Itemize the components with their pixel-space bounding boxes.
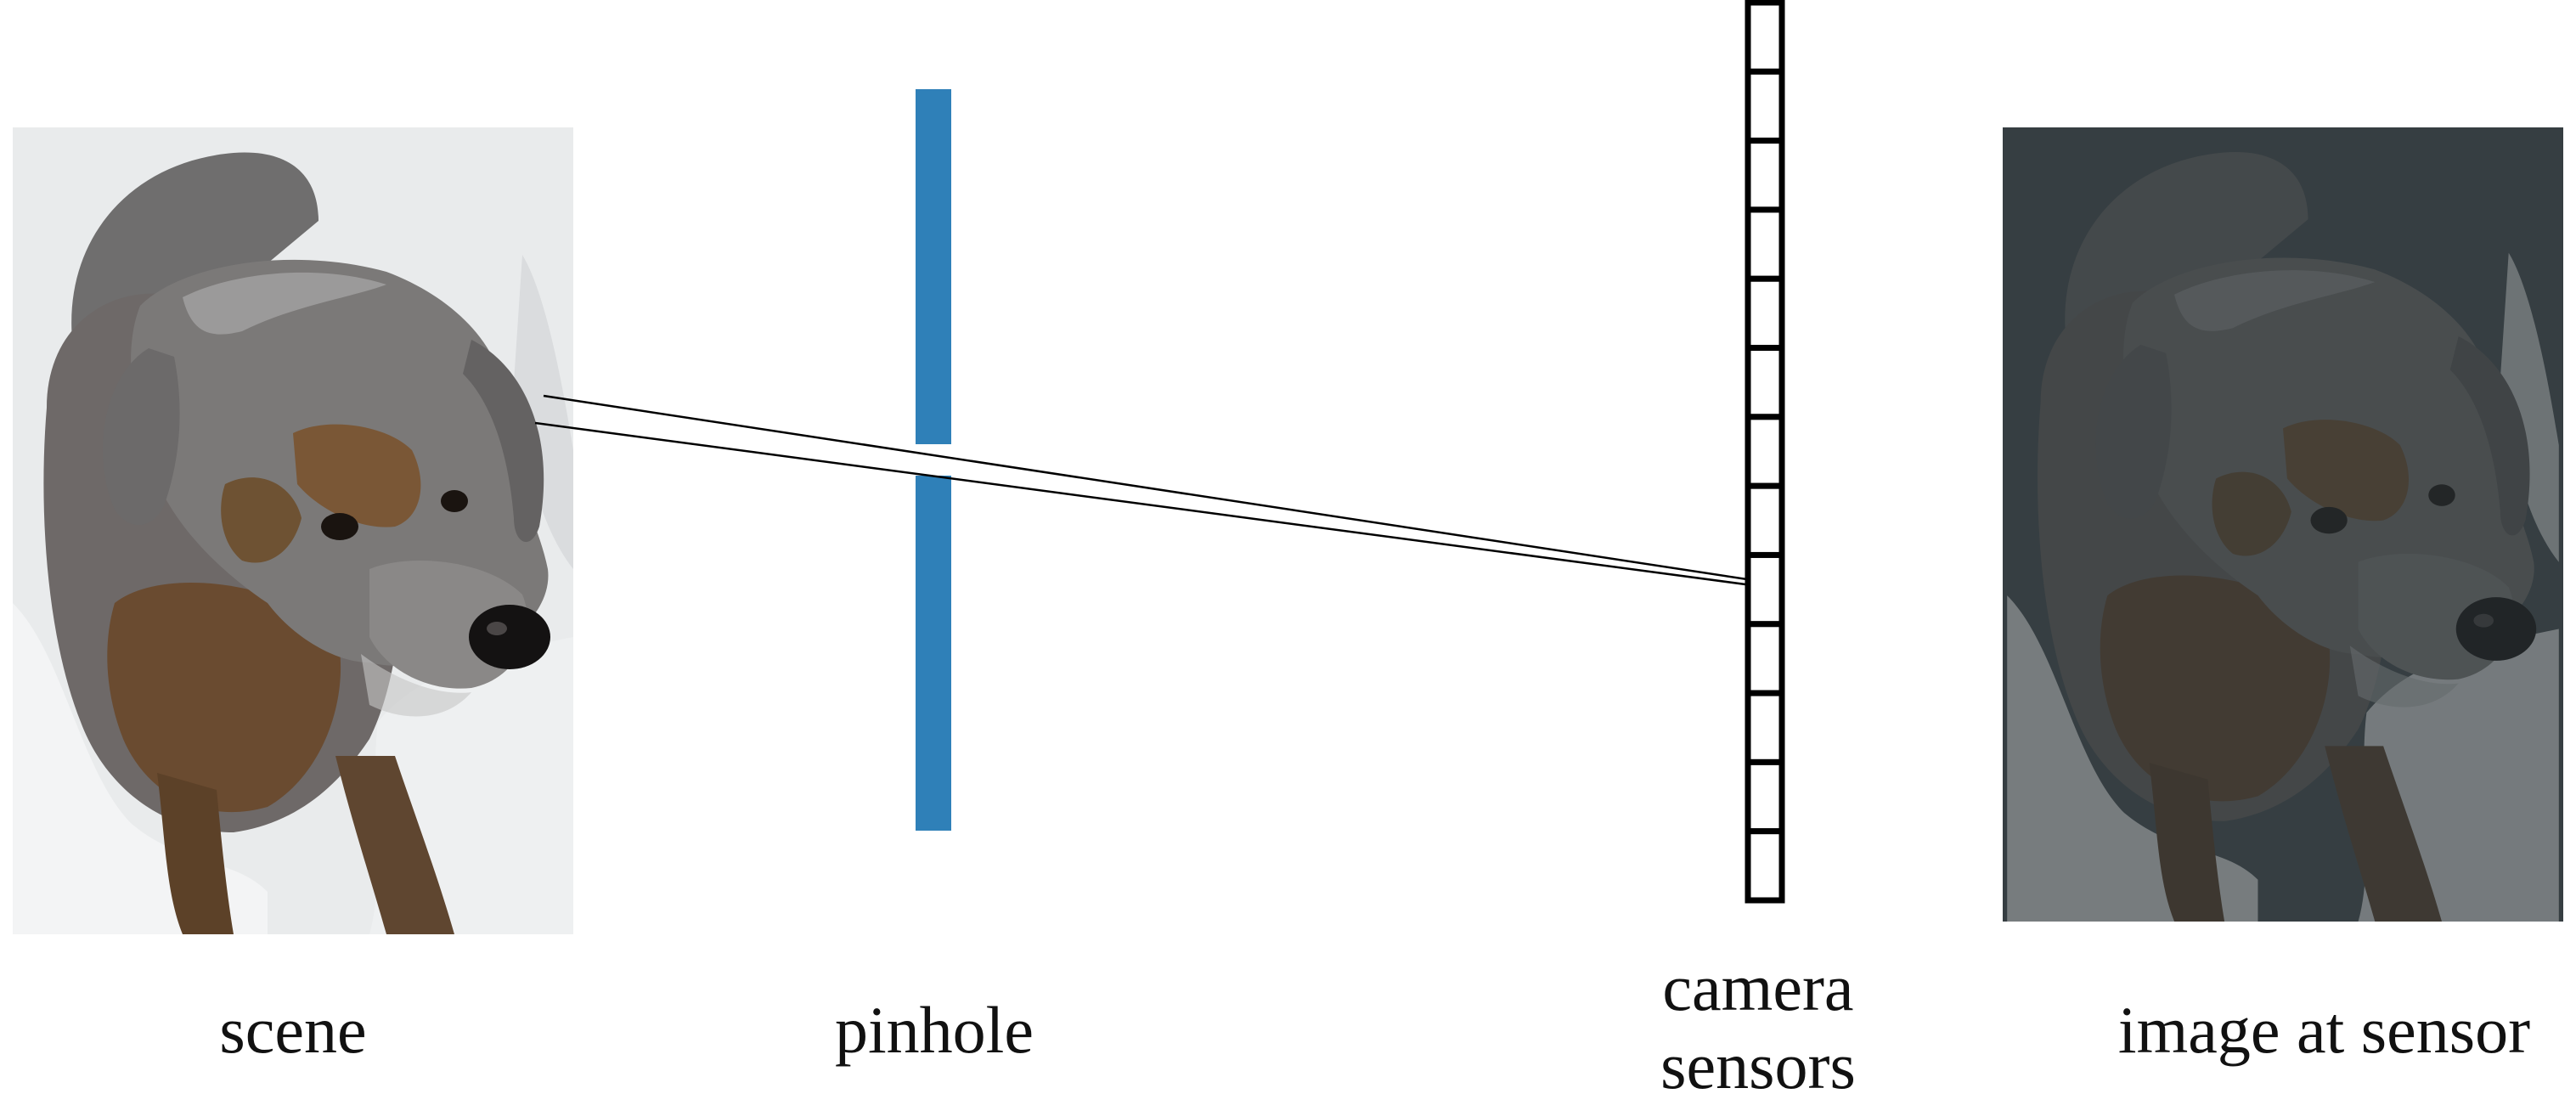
sensor-cell <box>1745 275 1785 352</box>
pinhole-barrier-upper <box>916 89 951 444</box>
ray-upper <box>543 394 1759 583</box>
camera-sensor-array <box>1745 0 1785 904</box>
sensor-image-dark-overlay <box>2003 127 2563 922</box>
sensor-cell <box>1745 0 1785 75</box>
ray-lower <box>534 421 1759 588</box>
sensor-image-photo <box>2003 127 2563 922</box>
scene-label: scene <box>219 993 367 1067</box>
sensor-cell <box>1745 551 1785 628</box>
sensor-cell <box>1745 690 1785 765</box>
sensor-cell <box>1745 138 1785 213</box>
sensor-cell <box>1745 482 1785 558</box>
pinhole-label: pinhole <box>835 993 1034 1067</box>
sensor-cell <box>1745 345 1785 420</box>
sensor-cell <box>1745 206 1785 282</box>
sensor-cell <box>1745 828 1785 904</box>
pinhole-barrier <box>916 89 951 831</box>
sensor-cell <box>1745 621 1785 696</box>
image-at-sensor-label: image at sensor <box>2117 993 2531 1067</box>
sensor-cell <box>1745 758 1785 835</box>
sensor-cell <box>1745 68 1785 144</box>
pinhole-barrier-lower <box>916 476 951 831</box>
camera-sensors-label-line2: sensors <box>1660 1029 1856 1102</box>
sensor-cell <box>1745 414 1785 489</box>
scene-photo <box>13 127 573 934</box>
camera-sensors-label: camera sensors <box>1597 949 1919 1105</box>
camera-sensors-label-line1: camera <box>1662 950 1854 1024</box>
light-rays <box>534 394 1759 588</box>
